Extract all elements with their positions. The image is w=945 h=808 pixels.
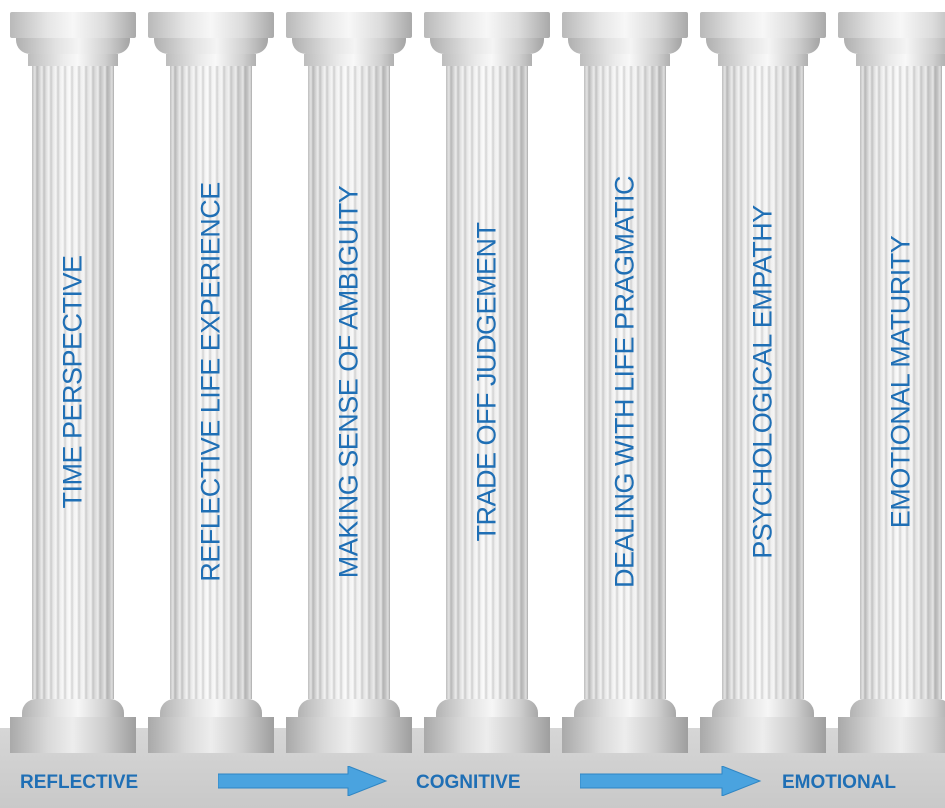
pillar-label: DEALING WITH LIFE PRAGMATIC bbox=[609, 175, 640, 589]
pillar-cap bbox=[838, 12, 945, 38]
pillar-cap2 bbox=[844, 38, 945, 54]
pillar-base2 bbox=[148, 717, 274, 753]
pillar-shaft bbox=[308, 66, 390, 699]
pillar-neck bbox=[442, 54, 532, 66]
pillar-label: TIME PERSPECTIVE bbox=[57, 255, 88, 509]
pillar-label: MAKING SENSE OF AMBIGUITY bbox=[333, 185, 364, 579]
pillar-shaft bbox=[32, 66, 114, 699]
footer-label-reflective: REFLECTIVE bbox=[20, 772, 139, 793]
pillar-base2 bbox=[10, 717, 136, 753]
pillar-shaft bbox=[170, 66, 252, 699]
pillar-cap bbox=[424, 12, 550, 38]
pillar-base1 bbox=[298, 699, 400, 717]
pillar-shaft bbox=[860, 66, 942, 699]
pillar-cap bbox=[286, 12, 412, 38]
pillar: TRADE OFF JUDGEMENT bbox=[424, 12, 550, 767]
pillar-base1 bbox=[574, 699, 676, 717]
pillar-shaft bbox=[722, 66, 804, 699]
pillar-cap bbox=[700, 12, 826, 38]
pillar-shaft bbox=[584, 66, 666, 699]
pillar-base1 bbox=[22, 699, 124, 717]
pillar-neck bbox=[580, 54, 670, 66]
pillar-cap2 bbox=[154, 38, 268, 54]
pillar-label: TRADE OFF JUDGEMENT bbox=[471, 222, 502, 542]
pillar-base2 bbox=[838, 717, 945, 753]
pillar: DEALING WITH LIFE PRAGMATIC bbox=[562, 12, 688, 767]
pillar-cap bbox=[148, 12, 274, 38]
arrow-right-icon bbox=[580, 766, 762, 796]
pillar-base2 bbox=[700, 717, 826, 753]
pillar-label: REFLECTIVE LIFE EXPERIENCE bbox=[195, 182, 226, 582]
pillar-shaft bbox=[446, 66, 528, 699]
footer-label-cognitive: COGNITIVE bbox=[416, 772, 521, 793]
pillar-base1 bbox=[436, 699, 538, 717]
pillar-base2 bbox=[562, 717, 688, 753]
pillar-neck bbox=[28, 54, 118, 66]
pillar-cap2 bbox=[568, 38, 682, 54]
pillar-base1 bbox=[850, 699, 945, 717]
pillar-cap2 bbox=[292, 38, 406, 54]
pillar-neck bbox=[718, 54, 808, 66]
pillar-base1 bbox=[160, 699, 262, 717]
pillar-label: PSYCHOLOGICAL EMPATHY bbox=[747, 205, 778, 559]
arrow-right-icon bbox=[218, 766, 388, 796]
pillar-neck bbox=[856, 54, 945, 66]
pillar-label: EMOTIONAL MATURITY bbox=[885, 235, 916, 529]
pillar-neck bbox=[304, 54, 394, 66]
pillar-cap2 bbox=[706, 38, 820, 54]
pillar-cap bbox=[562, 12, 688, 38]
pillar: PSYCHOLOGICAL EMPATHY bbox=[700, 12, 826, 767]
pillar-base2 bbox=[424, 717, 550, 753]
pillar-cap bbox=[10, 12, 136, 38]
pillar: REFLECTIVE LIFE EXPERIENCE bbox=[148, 12, 274, 767]
pillar-neck bbox=[166, 54, 256, 66]
pillar: MAKING SENSE OF AMBIGUITY bbox=[286, 12, 412, 767]
pillar: EMOTIONAL MATURITY bbox=[838, 12, 945, 767]
footer-label-emotional: EMOTIONAL bbox=[782, 772, 896, 793]
pillar-base2 bbox=[286, 717, 412, 753]
pillar-base1 bbox=[712, 699, 814, 717]
pillar-cap2 bbox=[16, 38, 130, 54]
pillar-cap2 bbox=[430, 38, 544, 54]
pillar: TIME PERSPECTIVE bbox=[10, 12, 136, 767]
